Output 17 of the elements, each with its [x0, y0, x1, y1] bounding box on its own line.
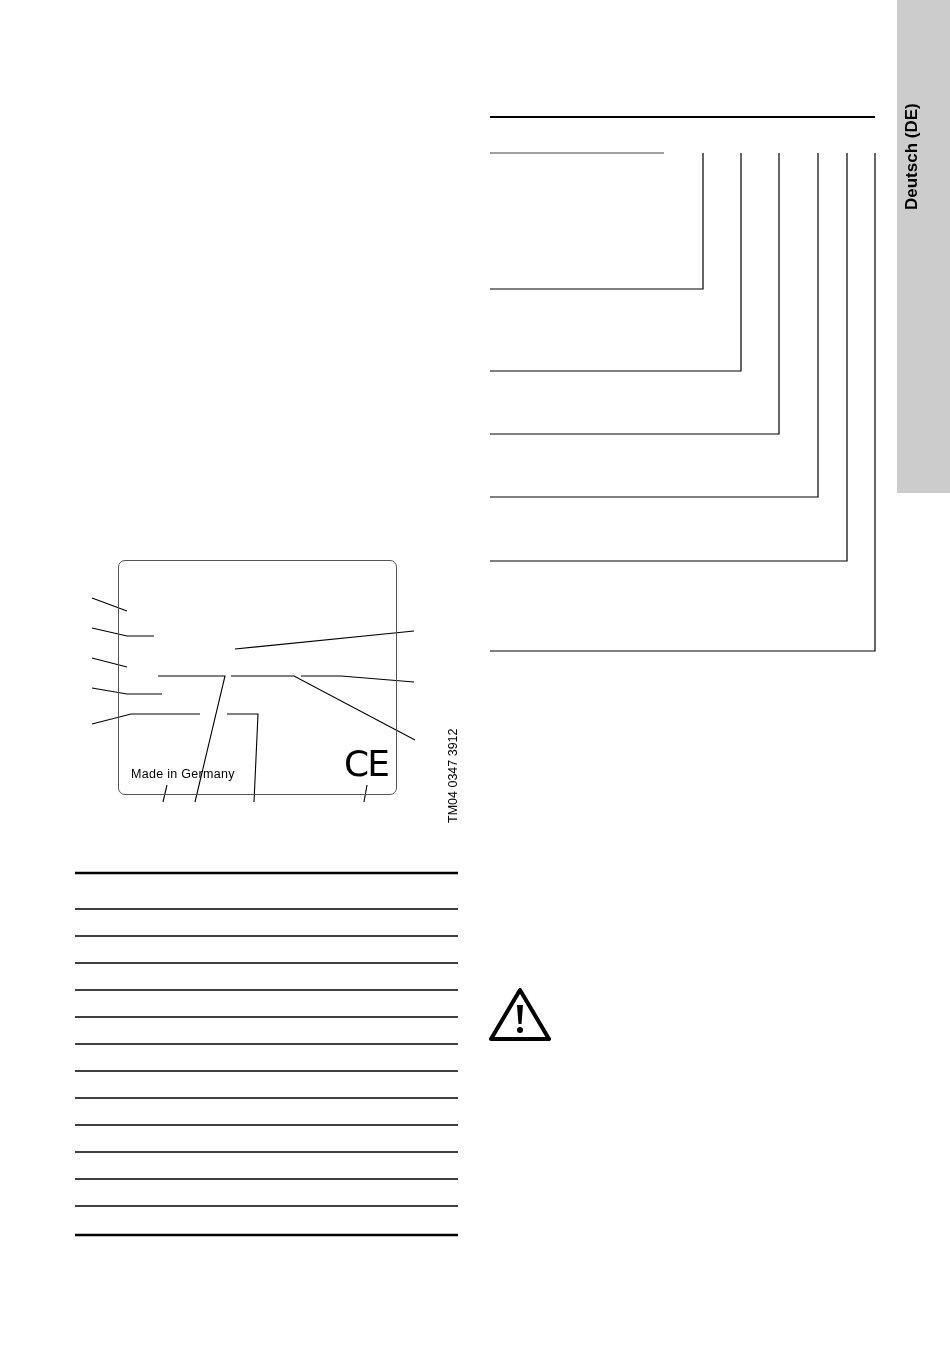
tab-label: Deutsch (DE): [902, 103, 922, 210]
leader-line: [363, 784, 368, 803]
nameplate-card: [118, 560, 397, 795]
leader-line: [91, 687, 163, 695]
leader-line: [226, 713, 259, 803]
leader-line: [91, 713, 201, 725]
leader-line: [91, 657, 128, 668]
leader-line: [91, 627, 155, 637]
leader-line: [300, 675, 415, 683]
leader-line: [234, 630, 415, 650]
leader-line: [162, 784, 168, 803]
leader-line: [91, 597, 128, 612]
ce-mark: CE: [344, 743, 388, 784]
figure-number: TM04 0347 3912: [446, 728, 460, 823]
leader-line: [230, 675, 416, 741]
leader-line: [157, 675, 226, 803]
side-tab: [897, 0, 950, 493]
